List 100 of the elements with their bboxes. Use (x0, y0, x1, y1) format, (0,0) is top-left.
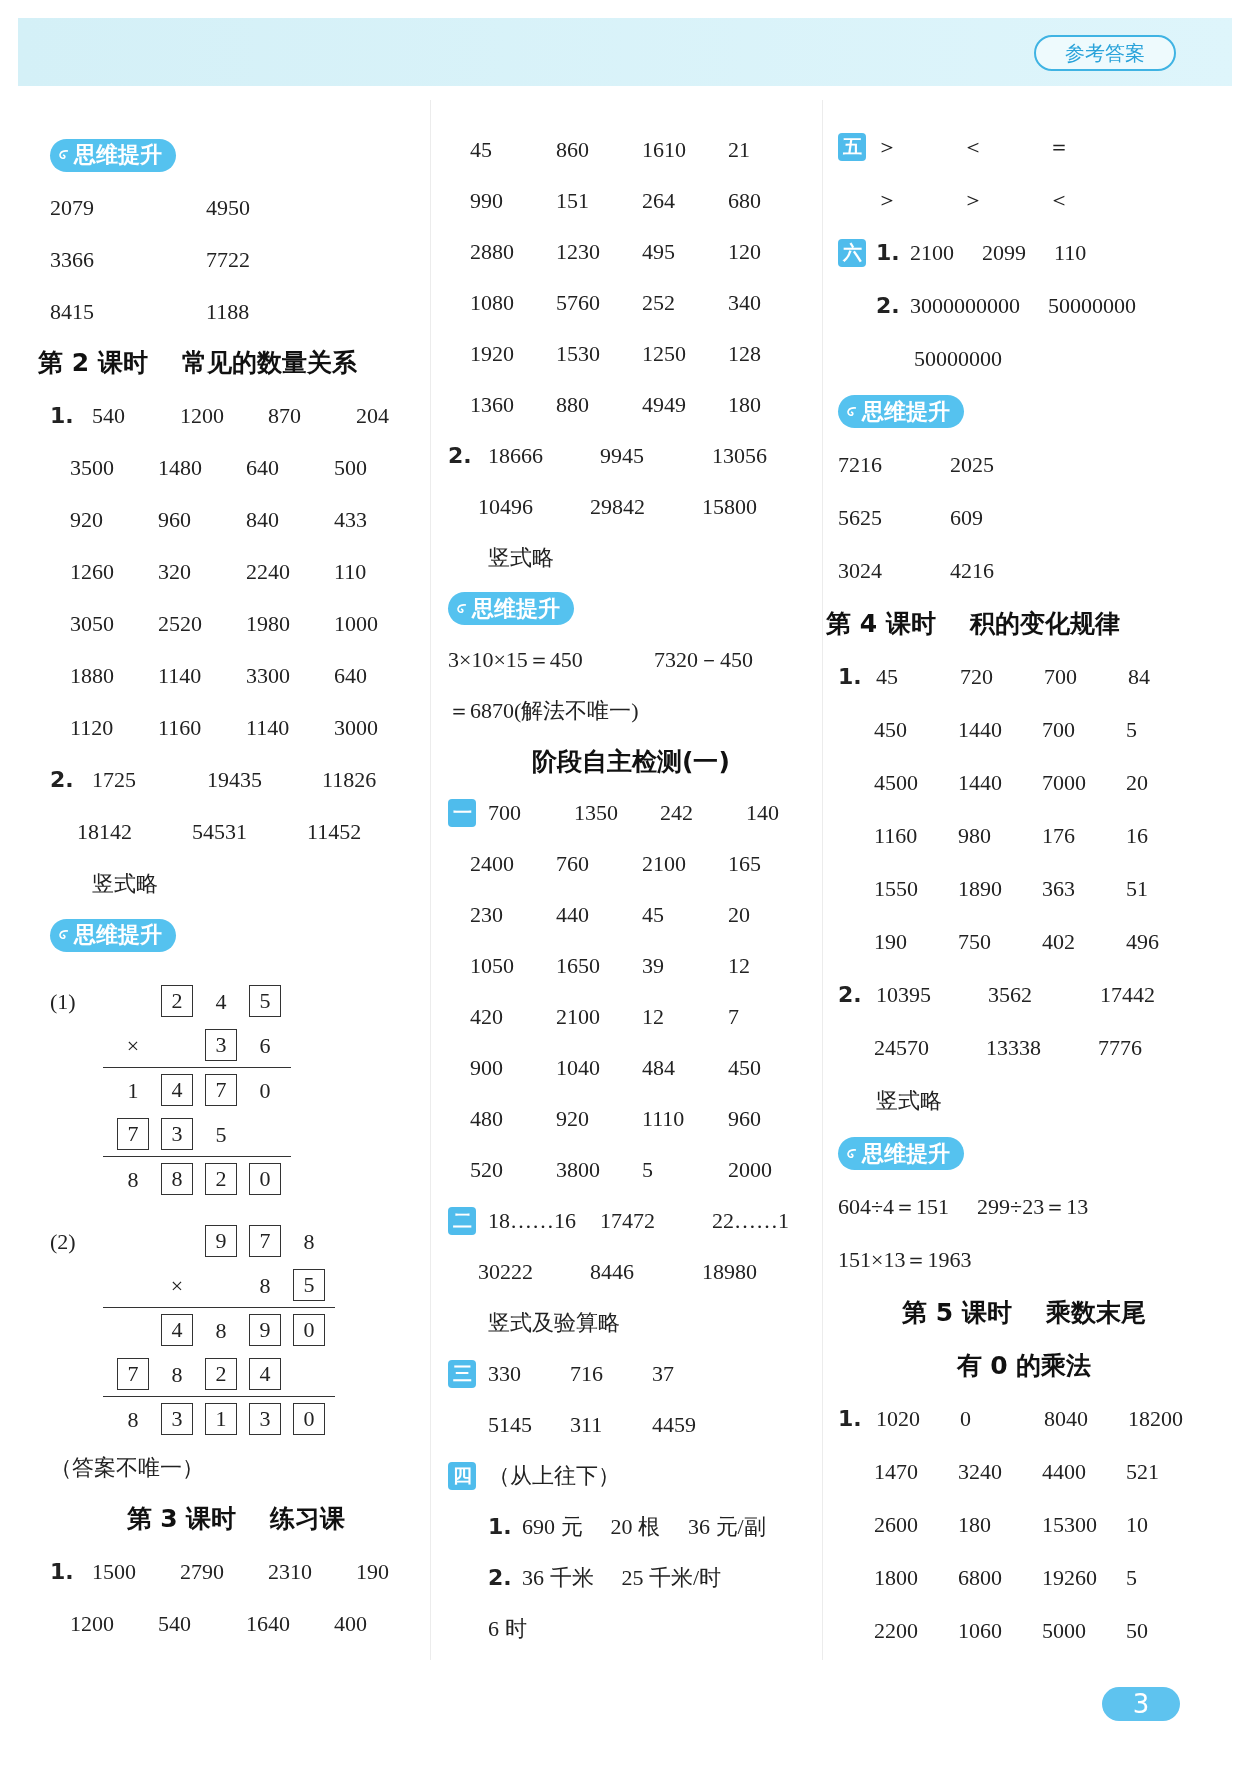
answer-value: 13338 (986, 1034, 1041, 1062)
section-badge: 六 (838, 238, 866, 267)
answer-box: 8 (161, 1163, 193, 1195)
answer-value: 0 (960, 1405, 971, 1433)
answer-value: 180 (728, 391, 761, 419)
answer-box: 7 (117, 1118, 149, 1150)
answer-value: 870 (268, 401, 301, 430)
answer-value: 640 (334, 661, 367, 690)
answer-value: 4400 (1042, 1458, 1086, 1486)
answer-value: 45 (642, 901, 664, 929)
answer-value: 7722 (206, 245, 250, 274)
answer-value: 1640 (246, 1609, 290, 1638)
answer-box: 7 (249, 1225, 281, 1257)
answer-value: 760 (556, 850, 589, 878)
answer-value: 1250 (642, 340, 686, 368)
answer-value: 7776 (1098, 1034, 1142, 1062)
answer-value: 2790 (180, 1557, 224, 1586)
answer-value: 900 (470, 1054, 503, 1082)
answer-value: 311 (570, 1411, 603, 1439)
part-number: (1) (50, 987, 76, 1016)
answer-value: 7320－450 (654, 646, 753, 674)
answer-value: 340 (728, 289, 761, 317)
answer-value: 16 (1126, 822, 1148, 850)
question-number: 1. (488, 1513, 512, 1541)
answer-value: 2100 (556, 1003, 600, 1031)
operator-sign: × (126, 1031, 140, 1060)
answer-value: 4949 (642, 391, 686, 419)
answer-box: 0 (293, 1403, 325, 1435)
answer-value: 700 (1042, 716, 1075, 744)
answer-value: 1980 (246, 609, 290, 638)
answer-box: 9 (205, 1225, 237, 1257)
digit: 5 (215, 1120, 227, 1149)
answer-value: 1140 (158, 661, 202, 690)
answer-value: 3050 (70, 609, 114, 638)
question-number: 1. (50, 401, 74, 430)
answer-value: 18……16 (488, 1207, 576, 1235)
answer-value: 2000 (728, 1156, 772, 1184)
answer-value: 2099 (982, 239, 1026, 267)
answer-value: 50000000 (1048, 292, 1136, 320)
pill-text: 思维提升 (472, 597, 560, 620)
answer-value: 980 (958, 822, 991, 850)
answer-value: 140 (746, 799, 779, 827)
answer-value: 495 (642, 238, 675, 266)
header-tag: 参考答案 (1034, 35, 1176, 71)
lesson-heading: 第 3 课时 (126, 1503, 237, 1536)
question-number: 2. (50, 765, 74, 794)
digit: 4 (215, 987, 227, 1016)
answer-value: 1080 (470, 289, 514, 317)
digit: 1 (127, 1076, 139, 1105)
digit: 8 (215, 1316, 227, 1345)
answer-value: 4950 (206, 193, 250, 222)
answer-value: 330 (488, 1360, 521, 1388)
answer-value: 363 (1042, 875, 1075, 903)
section-badge: 三 (448, 1359, 476, 1388)
answer-value: 242 (660, 799, 693, 827)
answer-value: 18200 (1128, 1405, 1183, 1433)
answer-value: 11826 (322, 765, 377, 794)
answer-value: 204 (356, 401, 389, 430)
answer-box: 3 (161, 1118, 193, 1150)
answer-value: 700 (1044, 663, 1077, 691)
lesson-heading: 第 5 课时 (902, 1296, 1012, 1329)
answer-value: 840 (246, 505, 279, 534)
answer-value: 1200 (70, 1609, 114, 1638)
answer-box: 7 (117, 1358, 149, 1390)
lesson-heading: 第 2 课时 (38, 347, 148, 380)
answer-value: 11452 (307, 817, 362, 846)
answer-value: 1020 (876, 1405, 920, 1433)
digit: 8 (303, 1227, 315, 1256)
answer-value: 1230 (556, 238, 600, 266)
answer-value: 36 千米 (522, 1564, 594, 1592)
answer-value: 1160 (874, 822, 918, 850)
answer-value: 750 (958, 928, 991, 956)
answer-value: 609 (950, 504, 983, 532)
answer-value: 690 元 (522, 1513, 583, 1541)
answer-value: ＝ (1048, 133, 1070, 161)
answer-value: 2600 (874, 1511, 918, 1539)
answer-value: 860 (556, 136, 589, 164)
answer-value: 2079 (50, 193, 94, 222)
question-number: 2. (448, 442, 472, 470)
answer-value: 716 (570, 1360, 603, 1388)
answer-value: 3800 (556, 1156, 600, 1184)
digit: 8 (259, 1271, 271, 1300)
answer-value: 19260 (1042, 1564, 1097, 1592)
answer-value: 3300 (246, 661, 290, 690)
answer-box: 3 (205, 1029, 237, 1061)
answer-value: 1060 (958, 1617, 1002, 1645)
answer-value: 496 (1126, 928, 1159, 956)
answer-value: ＜ (1048, 186, 1070, 214)
answer-value: 5145 (488, 1411, 532, 1439)
answer-value: 500 (334, 453, 367, 482)
note-text: 竖式略 (876, 1087, 942, 1115)
question-number: 1. (838, 1405, 862, 1433)
answer-value: 12 (642, 1003, 664, 1031)
answer-value: 5 (642, 1156, 653, 1184)
answer-value: 1880 (70, 661, 114, 690)
answer-value: 8446 (590, 1258, 634, 1286)
answer-value: 450 (874, 716, 907, 744)
digit: 6 (259, 1031, 271, 1060)
answer-value: 1480 (158, 453, 202, 482)
answer-value: 440 (556, 901, 589, 929)
